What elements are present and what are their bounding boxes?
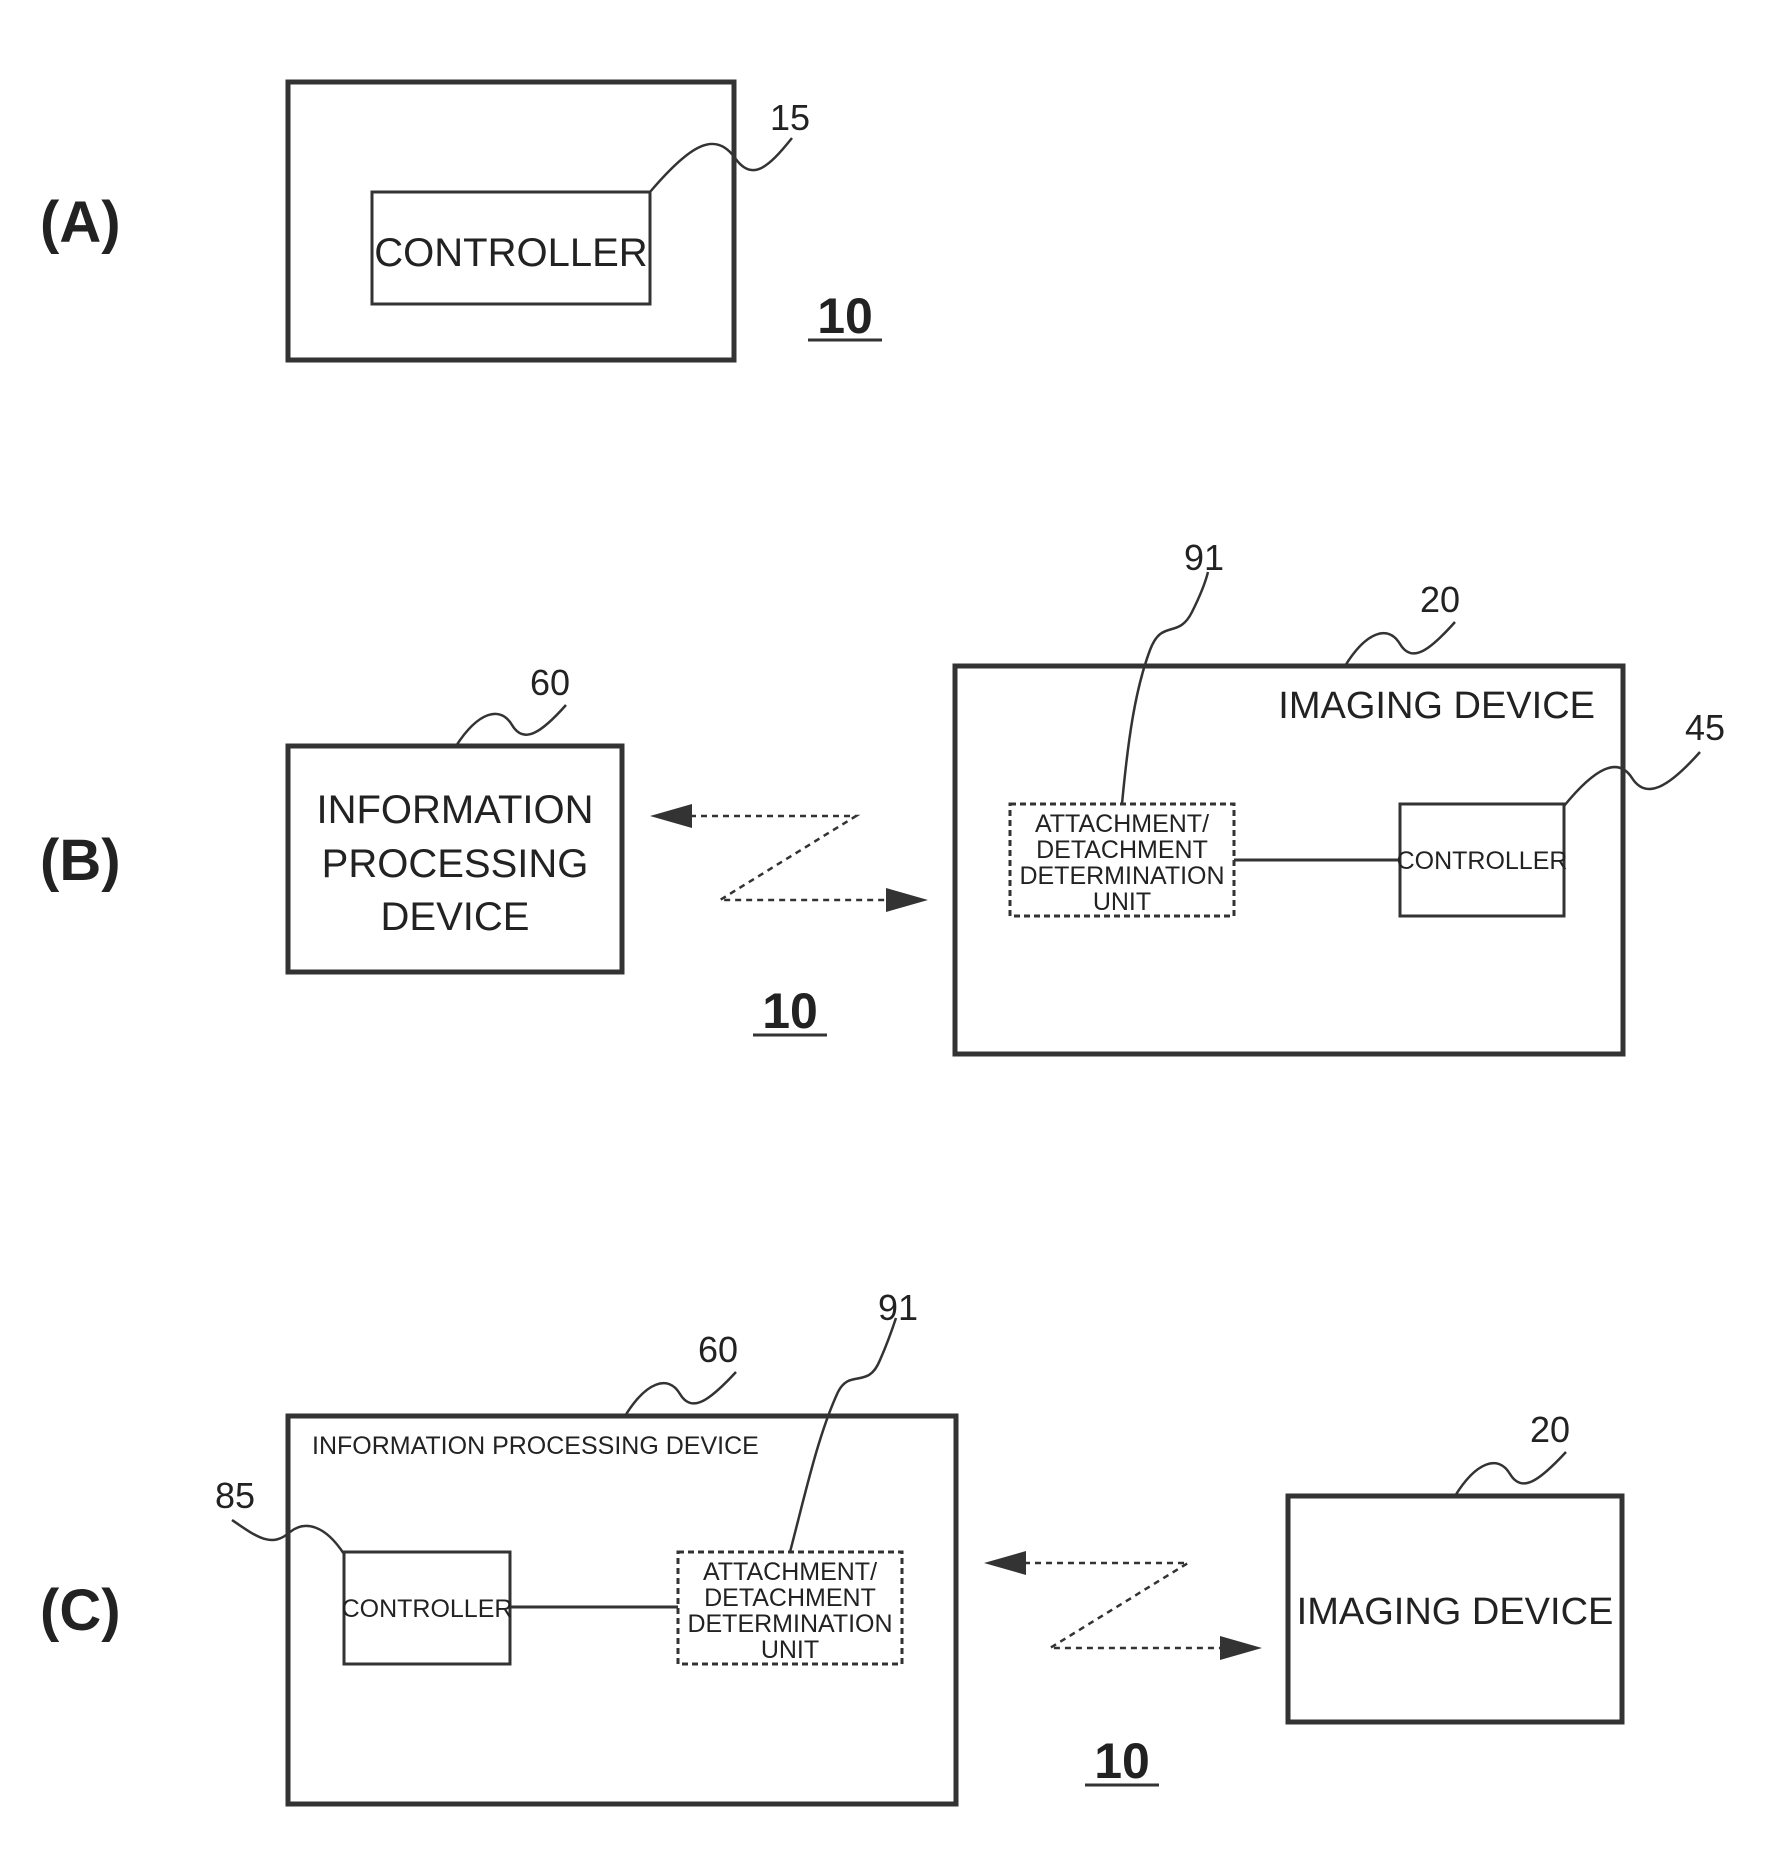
attach-unit-line-4-b: UNIT xyxy=(1093,888,1151,916)
imaging-device-label-b: IMAGING DEVICE xyxy=(1278,685,1595,727)
controller-label-a: CONTROLLER xyxy=(374,231,647,275)
panel-c: (C) INFORMATION PROCESSING DEVICE 60 CON… xyxy=(40,1287,1622,1804)
info-device-line-2-b: PROCESSING xyxy=(322,842,589,886)
controller-label-c: CONTROLLER xyxy=(342,1595,513,1623)
leader-line-60-c xyxy=(625,1372,736,1416)
arrowhead-right-c xyxy=(1220,1636,1262,1660)
info-device-line-1-b: INFORMATION xyxy=(316,788,593,832)
panel-a: (A) CONTROLLER 15 10 xyxy=(40,82,882,360)
controller-label-b: CONTROLLER xyxy=(1397,847,1568,875)
imaging-device-label-c: IMAGING DEVICE xyxy=(1297,1591,1614,1633)
panel-a-label: (A) xyxy=(40,190,121,255)
ref-15: 15 xyxy=(770,97,810,138)
panel-c-label: (C) xyxy=(40,1578,121,1643)
ref-20-b: 20 xyxy=(1420,579,1460,620)
panel-b: (B) INFORMATION PROCESSING DEVICE 60 10 … xyxy=(40,537,1725,1054)
ref-91-b: 91 xyxy=(1184,537,1224,578)
attach-unit-line-1-c: ATTACHMENT/ xyxy=(703,1558,877,1586)
system-ref-10-b: 10 xyxy=(762,983,818,1039)
panel-b-label: (B) xyxy=(40,828,121,893)
system-ref-10-c: 10 xyxy=(1094,1733,1150,1789)
arrowhead-left-b xyxy=(650,804,692,828)
ref-60-b: 60 xyxy=(530,662,570,703)
attach-unit-line-3-c: DETERMINATION xyxy=(687,1610,892,1638)
wireless-link-upper-b xyxy=(690,816,890,900)
arrowhead-right-b xyxy=(886,888,928,912)
attach-unit-line-4-c: UNIT xyxy=(761,1636,819,1664)
arrowhead-left-c xyxy=(984,1551,1026,1575)
info-device-line-3-b: DEVICE xyxy=(381,895,530,939)
ref-20-c: 20 xyxy=(1530,1409,1570,1450)
system-ref-10-a: 10 xyxy=(817,288,873,344)
ref-85: 85 xyxy=(215,1475,255,1516)
attach-unit-line-3-b: DETERMINATION xyxy=(1019,862,1224,890)
ref-91-c: 91 xyxy=(878,1287,918,1328)
info-device-label-c: INFORMATION PROCESSING DEVICE xyxy=(312,1432,759,1460)
wireless-link-c xyxy=(1024,1563,1222,1648)
attach-unit-line-2-b: DETACHMENT xyxy=(1036,836,1208,864)
attach-unit-line-1-b: ATTACHMENT/ xyxy=(1035,810,1209,838)
attach-unit-line-2-c: DETACHMENT xyxy=(704,1584,876,1612)
leader-line-20-b xyxy=(1345,622,1455,666)
ref-45: 45 xyxy=(1685,707,1725,748)
leader-line-20-c xyxy=(1455,1452,1566,1496)
ref-60-c: 60 xyxy=(698,1329,738,1370)
leader-line-60-b xyxy=(456,705,566,746)
